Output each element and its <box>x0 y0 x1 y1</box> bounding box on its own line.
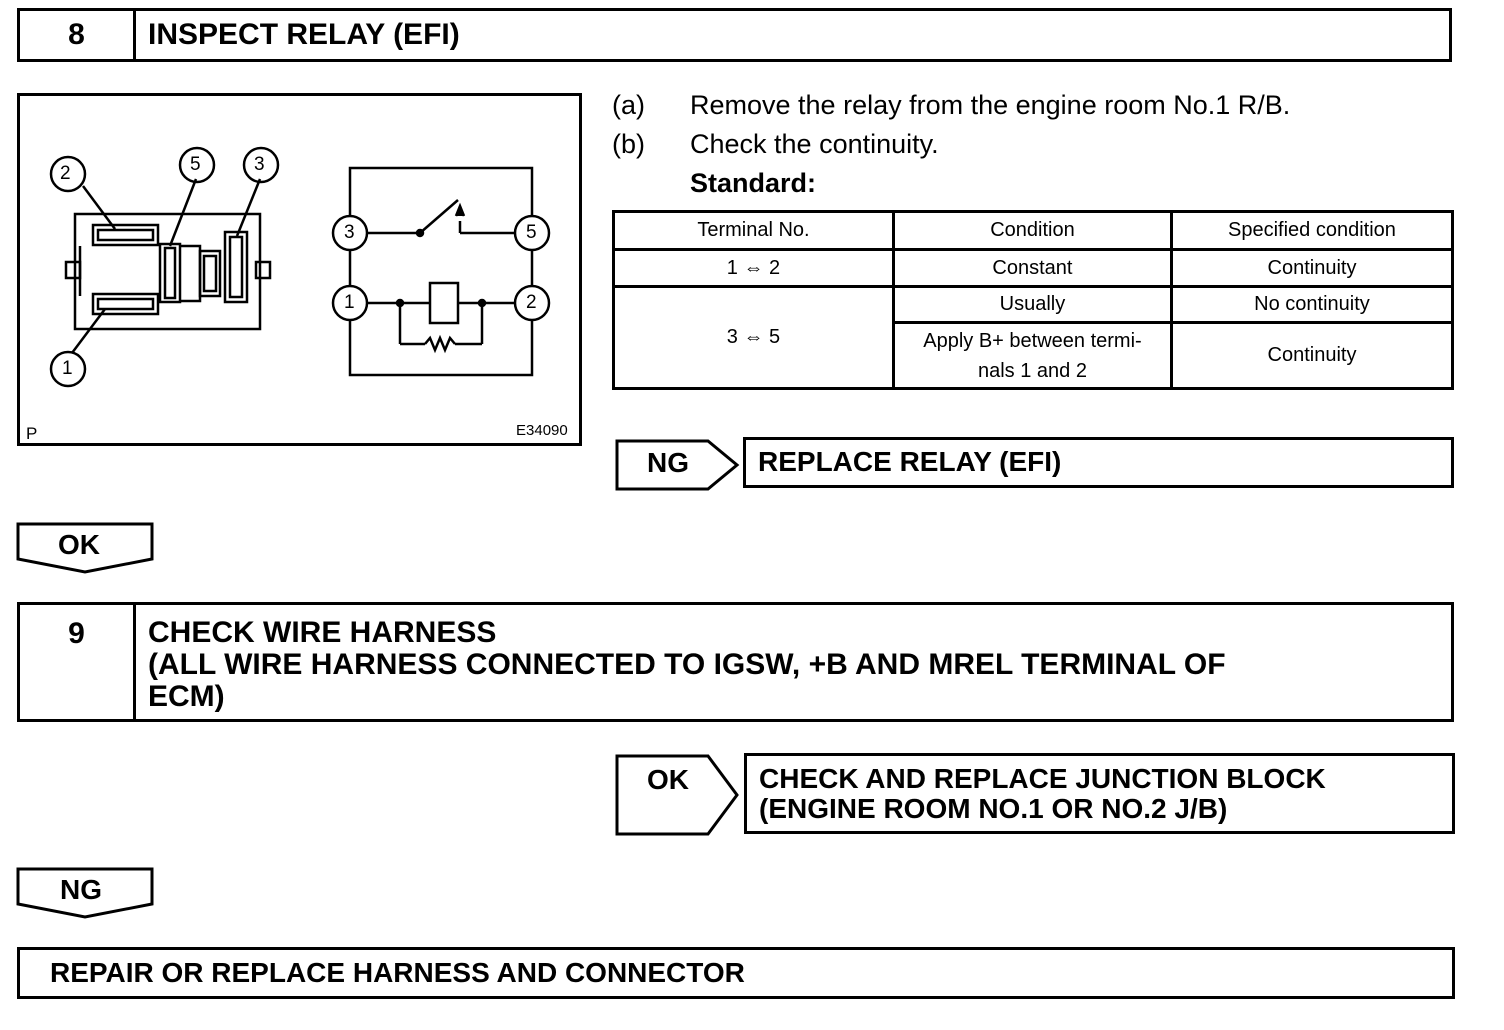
condition-line: Apply B+ between termi- <box>923 329 1142 352</box>
terminal-label-5: 5 <box>526 222 537 243</box>
down-arrow-shape <box>16 522 154 574</box>
step-title-line: (ALL WIRE HARNESS CONNECTED TO IGSW, +B … <box>148 648 1226 681</box>
result-text-line: CHECK AND REPLACE JUNCTION BLOCK <box>759 763 1326 794</box>
table-header-row: Terminal No. Condition Specified conditi… <box>612 210 1455 251</box>
ng-arrow-label: NG <box>60 874 102 905</box>
pin-callout <box>49 350 87 388</box>
relay-connector-drawing <box>64 178 272 354</box>
ng-result-tag: NG <box>615 439 740 492</box>
table-row: 1 ⇔ 2 Constant Continuity <box>612 248 1455 288</box>
table-cell-condition: Constant <box>891 248 1173 288</box>
table-row: 3 ⇔ 5 Usually No continuity <box>612 285 1455 390</box>
table-cell-terminal: 1 ⇔ 2 <box>612 248 895 288</box>
result-text-line: (ENGINE ROOM NO.1 OR NO.2 J/B) <box>759 793 1228 824</box>
condition-line: nals 1 and 2 <box>977 359 1087 382</box>
step-number: 8 <box>20 11 136 59</box>
ok-arrow-label: OK <box>58 529 100 560</box>
pin-callout <box>49 155 87 193</box>
step-9-header: 9 CHECK WIRE HARNESS (ALL WIRE HARNESS C… <box>17 602 1454 722</box>
step-title-line: CHECK WIRE HARNESS <box>148 616 497 649</box>
relay-figure: 2 5 3 1 3 5 1 2 P E34090 <box>17 93 582 446</box>
table-cell-condition: Apply B+ between termi- nals 1 and 2 <box>891 321 1173 390</box>
continuity-table: Terminal No. Condition Specified conditi… <box>612 210 1455 390</box>
relay-circuit-drawing <box>331 166 551 377</box>
ok-down-arrow: OK <box>16 522 156 575</box>
replace-relay-box: REPLACE RELAY (EFI) <box>743 437 1454 488</box>
step-title: INSPECT RELAY (EFI) <box>148 18 460 51</box>
relay-diagram <box>49 146 551 388</box>
instruction-tag: (b) <box>612 129 645 159</box>
ng-down-arrow: NG <box>16 867 156 920</box>
pin-label-1: 1 <box>62 358 73 379</box>
table-cell-specified: Continuity <box>1169 248 1455 288</box>
step-8-header: 8 INSPECT RELAY (EFI) <box>17 8 1452 62</box>
terminal-label-1: 1 <box>344 292 355 313</box>
step-title-line: ECM) <box>148 680 225 713</box>
terminal-label-2: 2 <box>526 292 537 313</box>
instruction-b: (b) Check the continuity. <box>612 125 1452 164</box>
table-header-cell: Condition <box>891 210 1173 251</box>
tag-arrow-shape <box>615 754 739 836</box>
down-arrow-shape <box>16 867 154 919</box>
junction-block-box: CHECK AND REPLACE JUNCTION BLOCK (ENGINE… <box>744 753 1455 834</box>
pin-label-2: 2 <box>60 163 71 184</box>
standard-label: Standard: <box>690 168 817 198</box>
pin-label-5: 5 <box>190 154 201 175</box>
step-number: 9 <box>20 605 136 719</box>
ng-tag-label: NG <box>647 447 689 478</box>
terminal-label-3: 3 <box>344 222 355 243</box>
table-cell-terminal: 3 ⇔ 5 <box>612 285 895 390</box>
pin-label-3: 3 <box>254 154 265 175</box>
instruction-a: (a) Remove the relay from the engine roo… <box>612 86 1452 125</box>
result-text: REPLACE RELAY (EFI) <box>758 446 1062 477</box>
result-text: REPAIR OR REPLACE HARNESS AND CONNECTOR <box>50 957 745 988</box>
pin-callout <box>242 146 280 184</box>
instruction-tag: (a) <box>612 90 645 120</box>
ok-tag-label: OK <box>647 764 689 795</box>
repair-harness-box: REPAIR OR REPLACE HARNESS AND CONNECTOR <box>17 947 1455 999</box>
table-header-cell: Specified condition <box>1169 210 1455 251</box>
table-cell-specified: No continuity <box>1169 285 1455 324</box>
table-cell-specified: Continuity <box>1169 321 1455 390</box>
figure-code: E34090 <box>516 422 568 439</box>
tag-arrow-shape <box>615 439 740 491</box>
table-header-cell: Terminal No. <box>612 210 895 251</box>
ok-result-tag: OK <box>615 754 740 837</box>
step-title: CHECK WIRE HARNESS (ALL WIRE HARNESS CON… <box>136 605 1226 719</box>
figure-corner-label: P <box>26 424 38 443</box>
instruction-text: Check the continuity. <box>690 129 939 159</box>
instruction-text: Remove the relay from the engine room No… <box>690 90 1291 120</box>
table-row: Apply B+ between termi- nals 1 and 2 Con… <box>614 321 1455 390</box>
table-cell-condition: Usually <box>891 285 1173 324</box>
pin-callout <box>178 146 216 184</box>
